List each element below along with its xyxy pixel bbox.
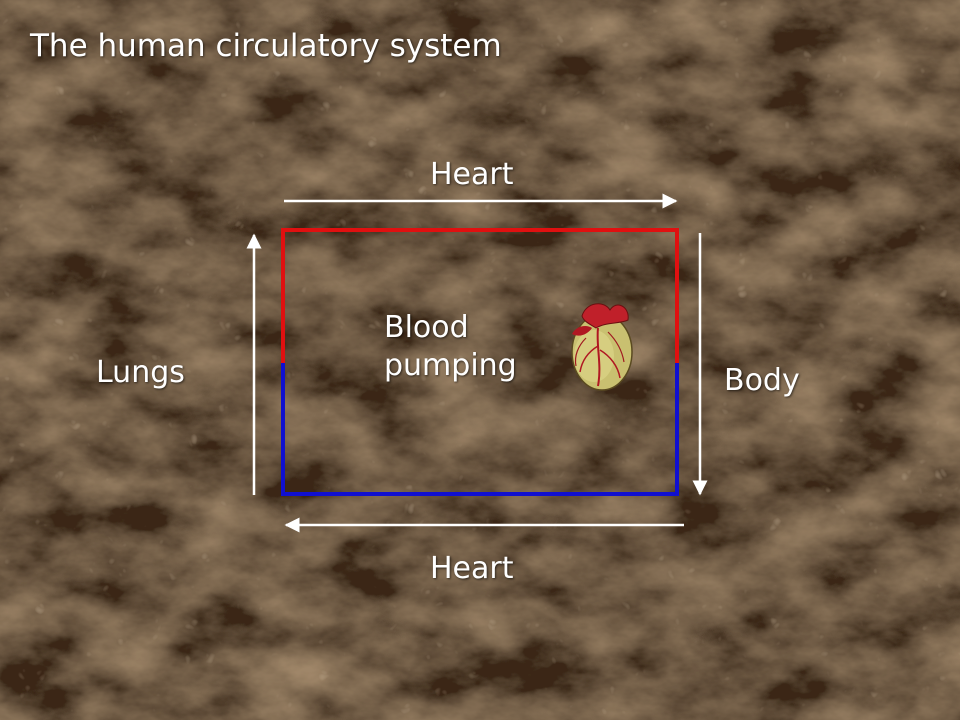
center-label: Blood pumping [384, 309, 517, 385]
center-label-line1: Blood [384, 310, 469, 345]
oxygenated-blood-path [281, 228, 679, 363]
lungs-label: Lungs [96, 355, 185, 390]
slide-title: The human circulatory system [30, 28, 502, 64]
center-label-line2: pumping [384, 348, 517, 383]
heart-label-top: Heart [430, 157, 514, 192]
body-label: Body [724, 363, 800, 398]
heart-icon [571, 303, 633, 391]
heart-label-bottom: Heart [430, 551, 514, 586]
deoxygenated-blood-path [281, 363, 679, 496]
